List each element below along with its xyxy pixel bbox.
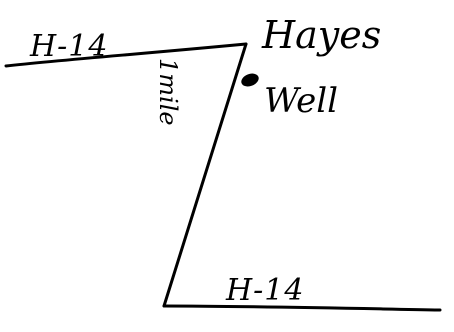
- bottom-road-line: [162, 304, 442, 312]
- road-label-bottom: H-14: [225, 273, 304, 308]
- distance-label: 1mile: [154, 58, 182, 126]
- top-road-line: [4, 42, 248, 68]
- well-word-label: Well: [264, 81, 338, 121]
- well-name-label: Hayes: [261, 13, 381, 57]
- road-label-top: H-14: [29, 29, 108, 64]
- well-location-marker: [241, 73, 259, 87]
- route-line: [162, 42, 248, 308]
